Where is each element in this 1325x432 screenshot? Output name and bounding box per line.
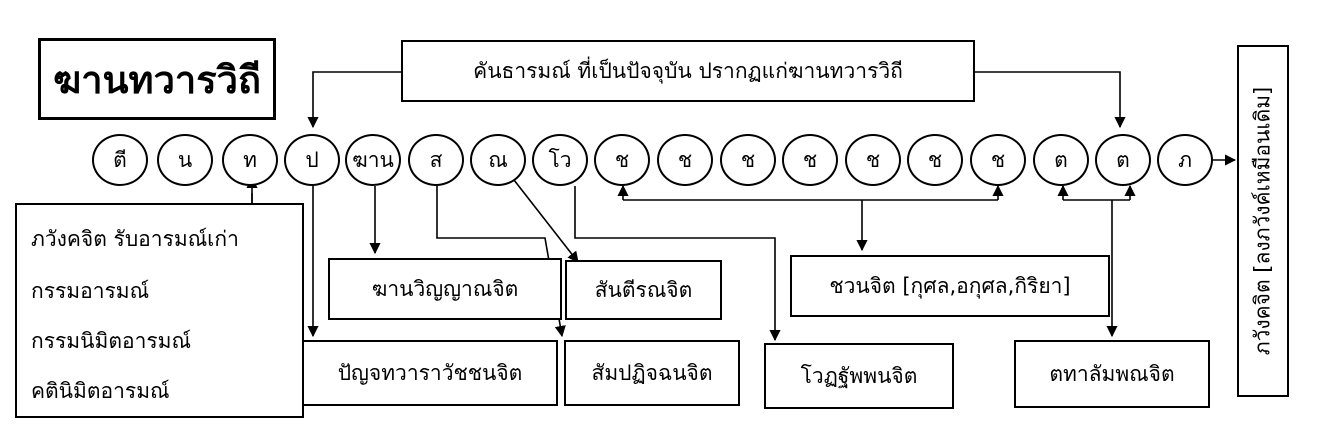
sampaticchana-box: สัมปฏิจฉนจิต [564, 340, 740, 406]
bhavanga-return-label: ภวังคจิต [ลงภวังค์เหมือนเดิม] [1250, 86, 1275, 356]
top-label: คันธารมณ์ ที่เป็นปัจจุบัน ปรากฏแก่ฆานทวา… [473, 58, 903, 83]
circle-no: ณ [470, 134, 526, 186]
santirana-box: สันตีรณจิต [565, 260, 722, 320]
santirana-label: สันตีรณจิต [594, 277, 693, 302]
circle-wo: โว [532, 134, 588, 186]
ghana-vinnana-box: ฆานวิญญาณจิต [328, 258, 562, 320]
votthappana-box: โวฏฐัพพนจิต [764, 343, 954, 409]
circle-javana-1: ช [594, 134, 650, 186]
circle-pa: ป [284, 134, 340, 186]
circle-javana-2: ช [657, 134, 713, 186]
bhavanga-line-3: กรรมนิมิตอารมณ์ [31, 329, 191, 353]
tadalambana-label: ตทาลัมพณจิต [1049, 361, 1175, 386]
panca-dvara-label: ปัญจทวาราวัชชนจิต [337, 360, 523, 385]
bhavanga-box: ภวังคจิต รับอารมณ์เก่า กรรมอารมณ์ กรรมนิ… [15, 203, 304, 418]
circle-sa: ส [408, 134, 464, 186]
circle-javana-5: ช [845, 134, 901, 186]
bhavanga-return-box: ภวังคจิต [ลงภวังค์เหมือนเดิม] [1237, 45, 1289, 397]
circle-ta-2: ต [1095, 134, 1151, 186]
diagram-title: ฆานทวารวิถี [53, 57, 261, 102]
bhavanga-line-2: กรรมอารมณ์ [31, 279, 150, 303]
circle-javana-7: ช [970, 134, 1026, 186]
javana-box: ชวนจิต [กุศล,อกุศล,กิริยา] [790, 255, 1110, 317]
circle-javana-6: ช [907, 134, 963, 186]
votthappana-label: โวฏฐัพพนจิต [800, 363, 918, 388]
circle-pha: ภ [1157, 134, 1213, 186]
circle-ti: ตี [92, 134, 148, 186]
ghana-vinnana-label: ฆานวิญญาณจิต [371, 276, 519, 301]
diagram-title-box: ฆานทวารวิถี [38, 38, 276, 120]
tadalambana-box: ตทาลัมพณจิต [1014, 340, 1210, 408]
bhavanga-line-4: คตินิมิตอารมณ์ [31, 379, 170, 403]
bhavanga-line-1: ภวังคจิต รับอารมณ์เก่า [31, 227, 239, 251]
top-label-box: คันธารมณ์ ที่เป็นปัจจุบัน ปรากฏแก่ฆานทวา… [401, 40, 975, 102]
circle-tha: ท [222, 134, 278, 186]
circle-na: น [157, 134, 213, 186]
circle-javana-4: ช [782, 134, 838, 186]
circle-ta-1: ต [1033, 134, 1089, 186]
circle-javana-3: ช [720, 134, 776, 186]
javana-label: ชวนจิต [กุศล,อกุศล,กิริยา] [829, 273, 1071, 298]
panca-dvara-box: ปัญจทวาราวัชชนจิต [302, 340, 558, 406]
circle-ghana: ฆาน [345, 134, 401, 186]
sampaticchana-label: สัมปฏิจฉนจิต [591, 360, 713, 385]
